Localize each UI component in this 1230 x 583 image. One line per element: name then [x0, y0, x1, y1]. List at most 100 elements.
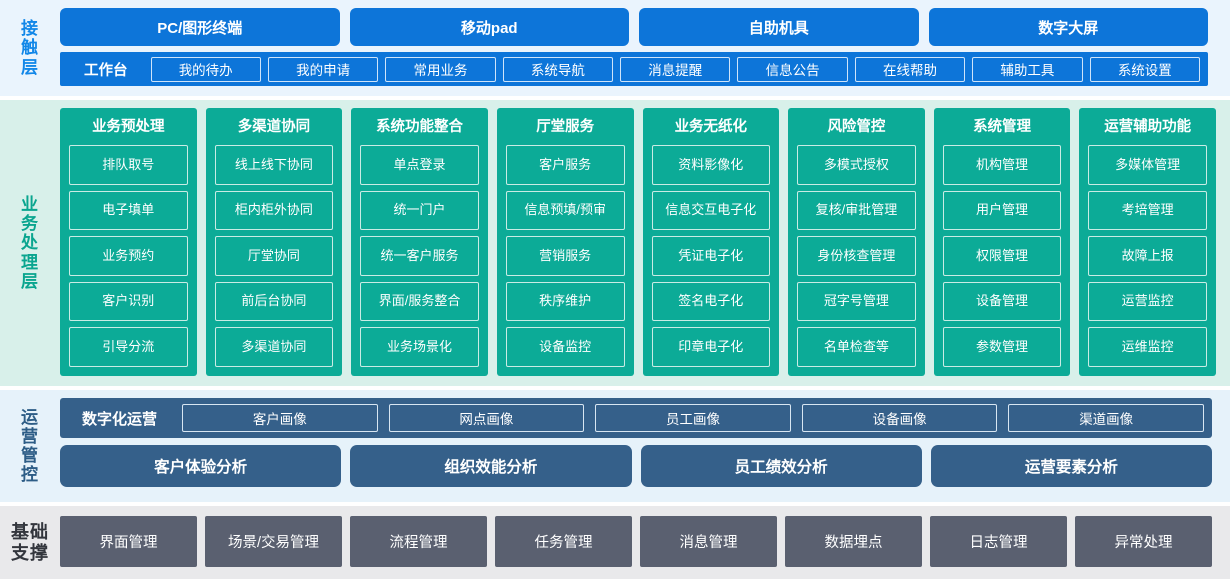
layer-label-business: 业 务 处 理 层	[0, 100, 60, 386]
foundation-item[interactable]: 流程管理	[350, 516, 487, 567]
business-cell[interactable]: 厅堂协同	[214, 236, 334, 276]
portrait-item[interactable]: 网点画像	[388, 404, 585, 432]
layer-contact: 接 触 层 PC/图形终端 移动pad 自助机具 数字大屏 工作台 我的待办 我…	[0, 0, 1230, 96]
business-cell[interactable]: 冠字号管理	[797, 281, 916, 322]
layer-label-char: 接	[21, 19, 39, 39]
business-cell[interactable]: 统一客户服务	[360, 236, 479, 276]
layer-foundation-body: 界面管理 场景/交易管理 流程管理 任务管理 消息管理 数据埋点 日志管理 异常…	[60, 506, 1230, 579]
layer-foundation: 基础 支撑 界面管理 场景/交易管理 流程管理 任务管理 消息管理 数据埋点 日…	[0, 506, 1230, 579]
workbench-item[interactable]: 系统设置	[1089, 56, 1201, 82]
column-title: 厅堂服务	[536, 119, 595, 135]
channel-row: PC/图形终端 移动pad 自助机具 数字大屏	[60, 8, 1208, 46]
business-cell[interactable]: 身份核查管理	[797, 236, 916, 276]
business-cell[interactable]: 印章电子化	[651, 327, 771, 367]
business-cell[interactable]: 多模式授权	[797, 145, 916, 185]
foundation-item[interactable]: 数据埋点	[785, 516, 922, 567]
layer-label-char: 营	[21, 426, 39, 446]
business-cell[interactable]: 复核/审批管理	[797, 190, 916, 231]
business-cell[interactable]: 用户管理	[942, 190, 1062, 231]
business-column: 运营辅助功能 多媒体管理 考培管理 故障上报 运营监控 运维监控	[1079, 108, 1216, 376]
business-cell[interactable]: 排队取号	[69, 145, 188, 185]
business-cell[interactable]: 营销服务	[505, 236, 625, 276]
channel-item[interactable]: 自助机具	[639, 8, 919, 46]
digital-operation-row: 数字化运营 客户画像 网点画像 员工画像 设备画像 渠道画像	[60, 398, 1212, 438]
foundation-item[interactable]: 界面管理	[60, 516, 197, 567]
portrait-item[interactable]: 客户画像	[182, 404, 378, 432]
analysis-item[interactable]: 员工绩效分析	[640, 445, 922, 487]
business-column: 风险管控 多模式授权 复核/审批管理 身份核查管理 冠字号管理 名单检查等	[788, 108, 925, 376]
layer-label-char: 管	[21, 446, 39, 465]
business-cell[interactable]: 统一门户	[360, 190, 479, 231]
business-cell[interactable]: 线上线下协同	[214, 145, 334, 185]
business-column: 业务预处理 排队取号 电子填单 业务预约 客户识别 引导分流	[60, 108, 197, 376]
workbench-item[interactable]: 消息提醒	[620, 56, 731, 82]
foundation-item[interactable]: 异常处理	[1075, 516, 1212, 567]
layer-label-char: 运	[21, 407, 39, 427]
business-cell[interactable]: 信息预填/预审	[505, 190, 625, 231]
business-columns: 业务预处理 排队取号 电子填单 业务预约 客户识别 引导分流 多渠道协同 线上线…	[60, 108, 1216, 376]
workbench-item[interactable]: 我的申请	[267, 56, 379, 82]
business-cell[interactable]: 设备管理	[942, 281, 1062, 322]
layer-operation: 运 营 管 控 数字化运营 客户画像 网点画像 员工画像 设备画像 渠道画像 客…	[0, 390, 1230, 502]
channel-item[interactable]: PC/图形终端	[60, 8, 340, 46]
business-cell[interactable]: 客户识别	[69, 281, 188, 322]
workbench-item[interactable]: 常用业务	[385, 56, 496, 82]
business-cell[interactable]: 电子填单	[69, 190, 188, 231]
layer-label-line: 基础	[11, 522, 49, 543]
business-cell[interactable]: 运维监控	[1088, 327, 1207, 367]
analysis-item[interactable]: 运营要素分析	[930, 445, 1212, 487]
business-cell[interactable]: 机构管理	[942, 145, 1062, 185]
business-cell[interactable]: 界面/服务整合	[360, 281, 479, 322]
business-cell[interactable]: 信息交互电子化	[651, 190, 771, 231]
business-cell[interactable]: 凭证电子化	[651, 236, 771, 276]
workbench-title: 工作台	[84, 62, 128, 79]
business-cell[interactable]: 多渠道协同	[214, 327, 334, 367]
analysis-row: 客户体验分析 组织效能分析 员工绩效分析 运营要素分析	[60, 445, 1212, 487]
portrait-item[interactable]: 设备画像	[801, 404, 998, 432]
foundation-item[interactable]: 场景/交易管理	[205, 516, 342, 567]
layer-label-line: 支撑	[11, 542, 49, 563]
workbench-item[interactable]: 我的待办	[150, 56, 261, 82]
layer-business: 业 务 处 理 层 业务预处理 排队取号 电子填单 业务预约 客户识别 引导分流…	[0, 100, 1230, 386]
layer-label-char: 理	[21, 252, 39, 272]
column-title: 系统功能整合	[376, 119, 464, 135]
business-column: 系统管理 机构管理 用户管理 权限管理 设备管理 参数管理	[933, 108, 1071, 376]
column-title: 风险管控	[827, 119, 886, 135]
business-cell[interactable]: 资料影像化	[651, 145, 771, 185]
business-cell[interactable]: 考培管理	[1088, 190, 1207, 231]
business-cell[interactable]: 引导分流	[69, 327, 188, 367]
business-cell[interactable]: 多媒体管理	[1088, 145, 1207, 185]
workbench-item[interactable]: 系统导航	[502, 56, 614, 82]
foundation-item[interactable]: 消息管理	[640, 516, 777, 567]
channel-item[interactable]: 数字大屏	[928, 8, 1208, 46]
foundation-item[interactable]: 任务管理	[495, 516, 632, 567]
workbench-row: 工作台 我的待办 我的申请 常用业务 系统导航 消息提醒 信息公告 在线帮助 辅…	[60, 52, 1208, 86]
workbench-item[interactable]: 信息公告	[737, 56, 848, 82]
channel-item[interactable]: 移动pad	[349, 8, 629, 46]
business-cell[interactable]: 前后台协同	[214, 281, 334, 322]
business-cell[interactable]: 参数管理	[942, 327, 1062, 367]
layer-label-char: 层	[21, 271, 39, 291]
analysis-item[interactable]: 组织效能分析	[350, 445, 632, 487]
business-cell[interactable]: 秩序维护	[505, 281, 625, 322]
workbench-item[interactable]: 在线帮助	[854, 56, 966, 82]
business-cell[interactable]: 签名电子化	[651, 281, 771, 322]
layer-label-char: 处	[21, 233, 39, 253]
business-cell[interactable]: 名单检查等	[797, 327, 916, 367]
business-cell[interactable]: 故障上报	[1088, 236, 1207, 276]
portrait-item[interactable]: 员工画像	[595, 404, 791, 432]
portrait-item[interactable]: 渠道画像	[1008, 404, 1204, 432]
column-title: 多渠道协同	[237, 119, 311, 135]
analysis-item[interactable]: 客户体验分析	[60, 445, 342, 487]
foundation-item[interactable]: 日志管理	[930, 516, 1067, 567]
business-cell[interactable]: 业务预约	[69, 236, 188, 276]
business-cell[interactable]: 设备监控	[505, 327, 625, 367]
business-cell[interactable]: 柜内柜外协同	[214, 190, 334, 231]
business-cell[interactable]: 单点登录	[360, 145, 479, 185]
business-column: 厅堂服务 客户服务 信息预填/预审 营销服务 秩序维护 设备监控	[496, 108, 634, 376]
business-cell[interactable]: 运营监控	[1088, 281, 1207, 322]
workbench-item[interactable]: 辅助工具	[972, 56, 1083, 82]
business-cell[interactable]: 权限管理	[942, 236, 1062, 276]
business-cell[interactable]: 客户服务	[505, 145, 625, 185]
business-cell[interactable]: 业务场景化	[360, 327, 479, 367]
